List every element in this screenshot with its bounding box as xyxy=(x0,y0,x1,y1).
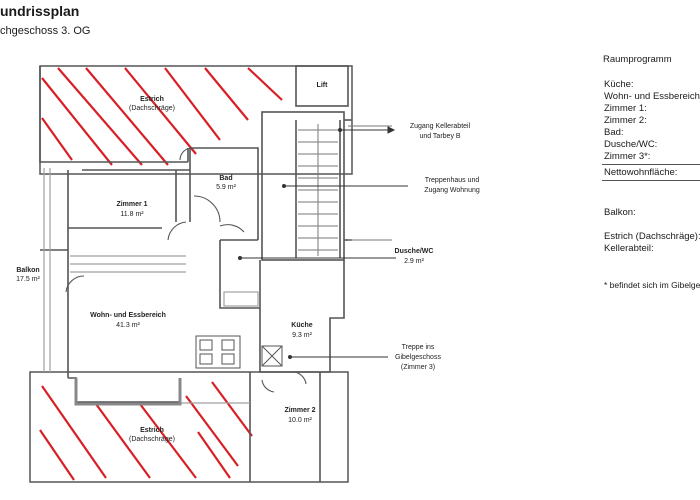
balkon-area: 17.5 m² xyxy=(16,276,40,283)
rp-netto: Nettowohnfläche: xyxy=(604,167,678,178)
stair-steps xyxy=(298,124,392,256)
zimmer2-name: Zimmer 2 xyxy=(284,407,315,414)
rp-item-zimmer1: Zimmer 1: xyxy=(604,103,647,114)
zimmer1-name: Zimmer 1 xyxy=(116,201,147,208)
kellerabteil-line2: und Tarbey B xyxy=(419,133,460,140)
estrich-bottom-sub: (Dachschräge) xyxy=(129,436,175,443)
zimmer2-area: 10.0 m² xyxy=(288,417,312,424)
plan-title: undrissplan xyxy=(0,3,80,19)
wohn-area: 41.3 m² xyxy=(116,322,140,329)
rp-item-kueche: Küche: xyxy=(604,79,634,90)
estrich-top-sub: (Dachschräge) xyxy=(129,105,175,112)
wohn-name: Wohn- und Essbereich xyxy=(90,312,166,319)
rp-item-zimmer2: Zimmer 2: xyxy=(604,115,647,126)
balkon-name: Balkon xyxy=(16,267,39,274)
door-swings xyxy=(65,147,307,393)
lift-label: Lift xyxy=(317,82,329,89)
rp-balkon: Balkon: xyxy=(604,207,636,218)
rp-divider-1 xyxy=(602,164,700,165)
ladder-icon xyxy=(261,345,283,367)
rp-footnote: * befindet sich im Gibelgeschoss xyxy=(604,280,700,290)
zimmer1-area: 11.8 m² xyxy=(120,211,144,218)
treppe-line2: Gibelgeschoss xyxy=(395,354,441,361)
estrich-bottom-hatch xyxy=(39,381,253,481)
rp-estrich: Estrich (Dachschräge): xyxy=(604,231,700,242)
bad-area: 5.9 m² xyxy=(216,184,237,191)
dining-table xyxy=(195,335,241,369)
rp-item-wohn: Wohn- und Essbereich: xyxy=(604,91,700,102)
treppe-line1: Treppe ins xyxy=(402,344,435,351)
raumprogramm-heading: Raumprogramm xyxy=(603,54,672,65)
kueche-area: 9.3 m² xyxy=(292,332,313,339)
light-walls xyxy=(43,168,259,404)
plan-subtitle: chgeschoss 3. OG xyxy=(0,25,91,37)
floor-plan: Estrich (Dachschräge) Lift Bad 5.9 m² Zi… xyxy=(16,65,480,483)
bad-name: Bad xyxy=(219,175,232,182)
rp-item-dusche: Dusche/WC: xyxy=(604,139,658,150)
estrich-top-hatch xyxy=(41,67,283,166)
rp-item-zimmer3: Zimmer 3*: xyxy=(604,151,651,162)
treppe-line3: (Zimmer 3) xyxy=(401,364,435,371)
rp-item-bad: Bad: xyxy=(604,127,624,138)
kellerabteil-line1: Zugang Kellerabteil xyxy=(410,123,471,130)
rp-divider-2 xyxy=(602,180,700,181)
leader-lines xyxy=(240,126,408,358)
treppenhaus-line1: Treppenhaus und xyxy=(425,177,480,184)
living-bottom-wall xyxy=(74,378,182,406)
estrich-bottom-name: Estrich xyxy=(140,427,164,434)
leader-dots xyxy=(238,128,342,359)
kueche-name: Küche xyxy=(291,322,313,329)
rp-keller: Kellerabteil: xyxy=(604,243,654,254)
treppenhaus-line2: Zugang Wohnung xyxy=(424,187,480,194)
estrich-top-name: Estrich xyxy=(140,96,164,103)
dusche-area: 2.9 m² xyxy=(404,258,425,265)
dusche-name: Dusche/WC xyxy=(395,248,434,255)
